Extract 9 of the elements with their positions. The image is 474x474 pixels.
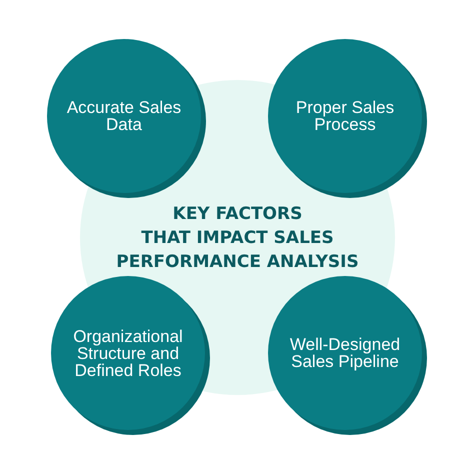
factor-circle: [47, 39, 206, 198]
factor-circle: [268, 39, 427, 198]
factor-label: Proper Sales Process: [294, 99, 396, 133]
factor-label: Organizational Structure and Defined Roles: [72, 328, 184, 378]
center-heading: KEY FACTORS THAT IMPACT SALES PERFORMANCE ANALYSIS: [115, 202, 360, 274]
factor-circle: [51, 276, 210, 435]
factor-label: Accurate Sales Data: [66, 99, 182, 133]
factor-label: Well-Designed Sales Pipeline: [288, 336, 402, 370]
factor-circle: [268, 276, 427, 435]
